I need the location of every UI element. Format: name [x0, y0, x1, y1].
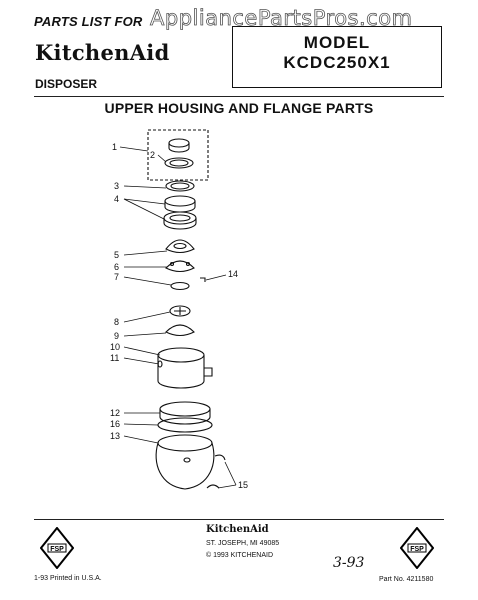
callout-3: 3 [114, 181, 119, 191]
handwritten-date: 3-93 [333, 555, 365, 571]
footer-part-number: Part No. 4211580 [379, 576, 434, 583]
part-13-housing-body [155, 442, 215, 490]
part-10-upper-housing-body [157, 355, 205, 389]
callout-1: 1 [112, 142, 117, 152]
part-6-mounting-ring [165, 260, 195, 273]
callout-14: 14 [228, 269, 238, 279]
callout-15: 15 [238, 480, 248, 490]
footer-divider [34, 519, 444, 520]
part-8-splash-guard [169, 305, 191, 317]
part-14-screw [200, 277, 206, 282]
part-12-ring-top [159, 401, 211, 417]
callout-11: 11 [110, 353, 119, 363]
model-box [232, 26, 442, 88]
part-2-cap-body [168, 143, 190, 153]
footer-printed: 1-93 Printed in U.S.A. [34, 575, 102, 582]
part-7-snap-ring [170, 281, 190, 291]
callout-10: 10 [110, 342, 120, 352]
callout-8: 8 [114, 317, 119, 327]
part-10-inlet [204, 367, 213, 377]
part-2-ring [164, 157, 194, 169]
part-12-ring [159, 409, 211, 425]
part-16-gasket [157, 417, 213, 433]
product-type: DISPOSER [35, 77, 98, 91]
fsp-logo-left: FSP [40, 527, 74, 569]
part-4-gasket-upper [164, 195, 196, 207]
fsp-logo-right: FSP [400, 527, 434, 569]
callout-5: 5 [114, 250, 119, 260]
brand-logo: KitchenAid [35, 40, 170, 65]
part-1-group-box [147, 129, 209, 181]
model-label: MODEL [303, 33, 371, 52]
part-10-upper-housing-top [157, 347, 205, 363]
exploded-parts-diagram: 1 2 3 4 5 6 7 8 9 10 11 12 13 14 15 16 [110, 129, 248, 490]
footer-brand: KitchenAid [206, 524, 269, 535]
header-divider [34, 96, 444, 97]
callout-4: 4 [114, 194, 119, 204]
callout-13: 13 [110, 431, 120, 441]
callout-12: 12 [110, 408, 120, 418]
fsp-logo-left-text: FSP [50, 546, 64, 553]
callout-6: 6 [114, 262, 119, 272]
parts-list-heading: PARTS LIST FOR [34, 14, 143, 29]
section-title: UPPER HOUSING AND FLANGE PARTS [104, 100, 374, 116]
part-9-gasket [165, 324, 195, 337]
footer-address: ST. JOSEPH, MI 49085 [206, 540, 280, 547]
part-4-gasket-lower [163, 211, 197, 225]
callout-7: 7 [114, 272, 119, 282]
part-5-backup-flange [165, 239, 195, 254]
part-15-wire-top [214, 454, 226, 461]
callout-16: 16 [110, 419, 120, 429]
model-number: KCDC250X1 [283, 53, 391, 72]
part-15-wire-bottom [206, 484, 220, 489]
footer-copyright: © 1993 KITCHENAID [206, 552, 274, 559]
part-13-housing-top [157, 434, 213, 452]
part-3-flange [165, 180, 195, 192]
part-2-cap-top [168, 138, 190, 148]
callout-2: 2 [150, 150, 155, 160]
fsp-logo-right-text: FSP [410, 546, 424, 553]
callout-9: 9 [114, 331, 119, 341]
